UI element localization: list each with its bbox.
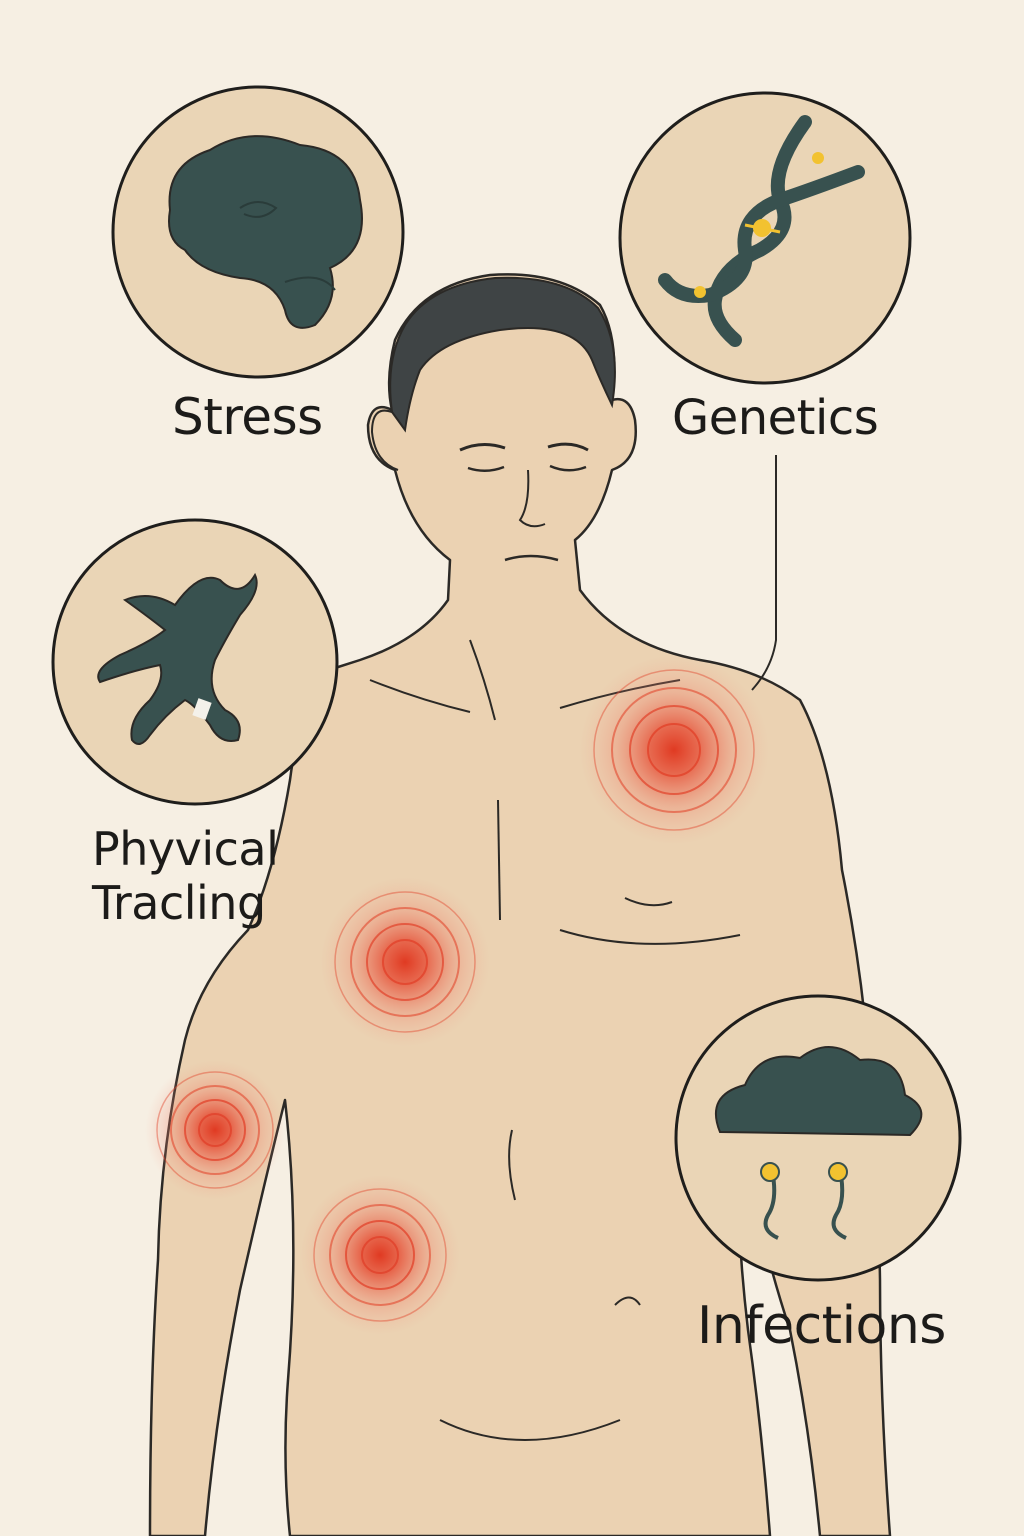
genetics-label: Genetics — [672, 390, 879, 446]
right-eye — [549, 464, 587, 472]
hair — [389, 276, 616, 433]
left-eyebrow — [459, 443, 506, 452]
pain-point-left-chest — [320, 877, 490, 1047]
falling-person-icon — [97, 572, 258, 745]
left-ear — [370, 409, 399, 471]
neck-line — [469, 639, 496, 721]
physical-circle — [51, 518, 339, 806]
physical-label-line2: Tracling — [92, 876, 266, 930]
hip-line — [439, 1419, 621, 1441]
infections-label: Infections — [697, 1296, 946, 1356]
pain-point-left-forearm — [145, 1060, 285, 1200]
chest-line — [497, 799, 501, 921]
left-eye — [467, 465, 505, 472]
brain-icon — [168, 135, 363, 329]
abdomen-line — [508, 1129, 516, 1201]
stress-label: Stress — [172, 388, 323, 446]
physical-label-line1: Phyvical — [92, 822, 279, 876]
cloud-virus-icon — [715, 1046, 923, 1240]
mouth — [504, 554, 559, 562]
genetics-circle — [618, 91, 912, 385]
genetics-connector — [751, 455, 777, 691]
pain-point-left-abdomen — [300, 1175, 460, 1335]
physical-label: Phyvical Tracling — [92, 822, 279, 930]
right-eyebrow — [547, 442, 589, 452]
collarbone-left — [369, 679, 471, 713]
nose — [518, 469, 546, 528]
navel — [614, 1296, 641, 1306]
stress-circle — [111, 85, 405, 379]
pec-line — [559, 929, 741, 945]
pec-line-small — [624, 897, 673, 907]
infections-circle — [674, 994, 962, 1282]
dna-icon — [658, 115, 865, 347]
pain-point-right-shoulder — [579, 655, 769, 845]
